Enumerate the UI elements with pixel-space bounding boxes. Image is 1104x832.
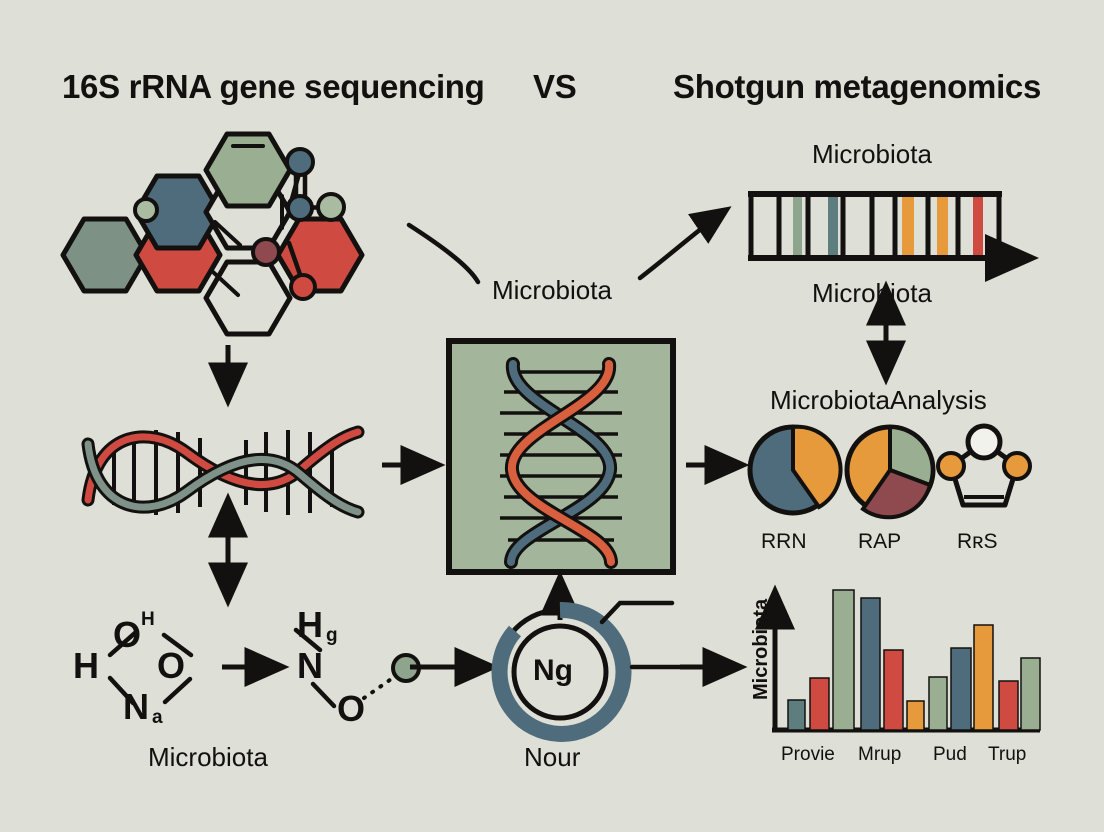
curve-right-branch	[637, 206, 732, 281]
center-microbiota-label: Microbiota	[492, 275, 612, 305]
pie-chart-rap	[844, 424, 936, 520]
vs-label: VS	[533, 68, 577, 105]
plasmid-ring	[491, 601, 632, 742]
bar-chart-xtick-2: Pud	[933, 744, 967, 765]
dna-sequencing-box	[446, 338, 676, 575]
chem-atom-h-left: H	[73, 645, 99, 686]
plasmid-caption: Nour	[524, 742, 581, 772]
chemical-reaction	[107, 627, 421, 709]
analysis-item-label-rrn: RRN	[761, 530, 807, 553]
page-title-right: Shotgun metagenomics	[673, 68, 1042, 105]
chemical-caption: Microbiota	[148, 742, 268, 772]
chem-atom-h-right-sub: g	[326, 625, 338, 646]
bar-chart	[755, 584, 1041, 733]
pie-chart-rrn	[747, 424, 843, 516]
chem-atom-n-right: N	[297, 645, 323, 686]
analysis-item-label-rap: RAP	[858, 530, 902, 553]
chem-atom-h-right: H	[297, 604, 323, 645]
molecular-structure	[60, 131, 365, 337]
analysis-item-label-rrs: RʀS	[957, 530, 998, 553]
bar-chart-xtick-1: Mrup	[858, 744, 902, 765]
curve-left-branch	[406, 222, 481, 285]
plasmid-inner-label: Ng	[533, 654, 573, 687]
bar-chart-xtick-3: Trup	[988, 744, 1027, 765]
chem-atom-o-left: O	[113, 614, 142, 655]
sequence-track	[748, 191, 1039, 282]
bar-chart-xtick-0: Provie	[781, 744, 835, 765]
analysis-title: MicrobiotaAnalysis	[770, 385, 987, 415]
chem-atom-o-center: O	[157, 645, 186, 686]
chem-atom-n-left-sub: a	[152, 707, 163, 728]
sequence-label-top: Microbiota	[812, 139, 932, 169]
dna-double-helix-horizontal	[81, 425, 365, 519]
chem-atom-o-right: O	[337, 688, 366, 729]
sequence-label-bottom: Microbiota	[812, 278, 932, 308]
chem-atom-o-left-sub: H	[141, 609, 155, 630]
network-diagram-rrs	[936, 423, 1032, 508]
bar-chart-ylabel: Microbiota	[750, 598, 772, 700]
page-title-left: 16S rRNA gene sequencing	[62, 68, 485, 105]
chem-atom-n-left: N	[123, 686, 149, 727]
